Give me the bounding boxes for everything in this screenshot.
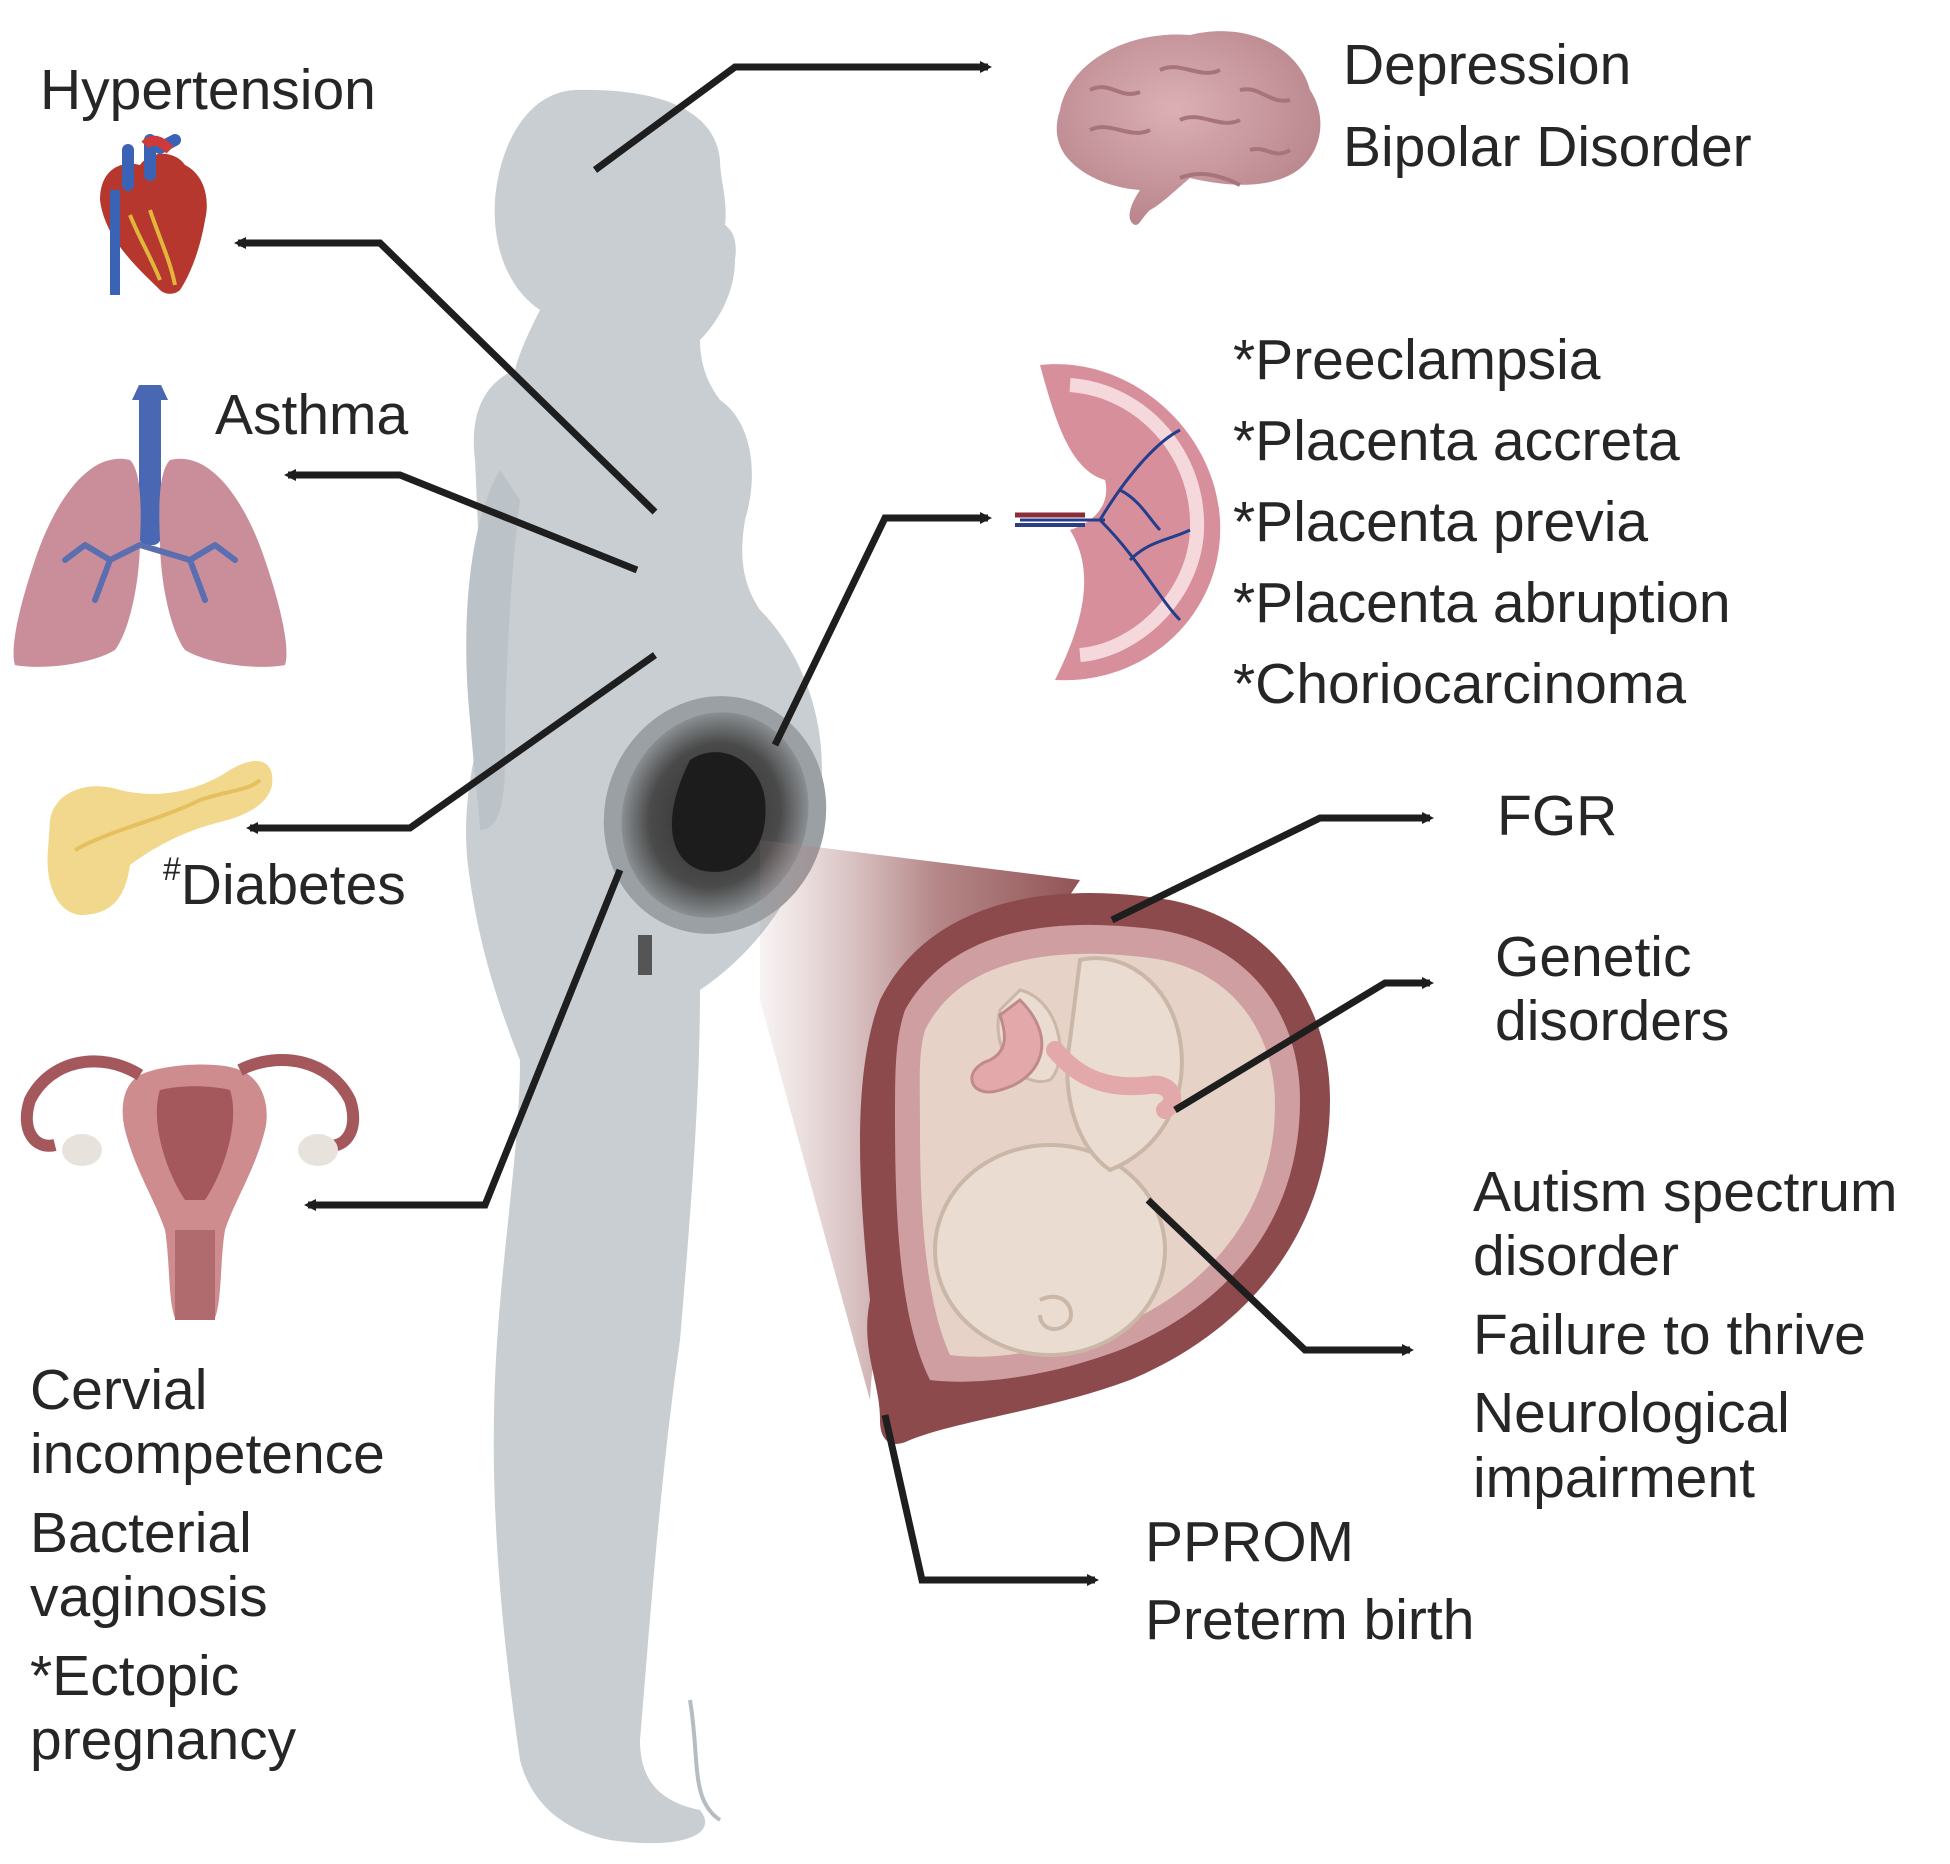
- label-pregnancy: pregnancy: [30, 1708, 297, 1773]
- label-genetic: Genetic: [1495, 925, 1692, 989]
- label-impairment: impairment: [1473, 1445, 1755, 1510]
- arrow-genetic: [1173, 977, 1434, 1113]
- label-bipolar: Bipolar Disorder: [1343, 115, 1752, 180]
- arrow-pancreas: [246, 652, 658, 834]
- arrow-placenta: [771, 512, 992, 747]
- label-group-genetic: Genetic disorders: [1495, 925, 1729, 1054]
- label-hypertension: Hypertension: [40, 58, 376, 122]
- arrow-lungs: [284, 469, 639, 574]
- label-group-placental: *Preeclampsia *Placenta accreta *Placent…: [1233, 320, 1731, 725]
- arrow-fgr: [1110, 812, 1434, 924]
- label-placenta-previa: *Placenta previa: [1233, 490, 1649, 554]
- heart-icon: [100, 134, 207, 295]
- label-group-pprom: PPROM Preterm birth: [1145, 1510, 1474, 1653]
- arrow-neuro: [1145, 1197, 1414, 1356]
- label-ectopic: *Ectopic: [30, 1643, 240, 1708]
- lungs-icon: [13, 385, 287, 667]
- label-neurological: Neurological: [1473, 1381, 1790, 1446]
- label-failure-to-thrive: Failure to thrive: [1473, 1302, 1866, 1367]
- label-asthma: Asthma: [215, 383, 409, 447]
- label-diabetes: #Diabetes: [163, 853, 406, 917]
- label-incompetence: incompetence: [30, 1422, 385, 1487]
- label-vaginosis: vaginosis: [30, 1565, 268, 1630]
- fetus-in-womb-icon: [860, 893, 1330, 1444]
- label-diabetes-text: Diabetes: [180, 853, 406, 917]
- brain-icon: [1056, 31, 1321, 226]
- label-placenta-abruption: *Placenta abruption: [1233, 571, 1731, 635]
- pancreas-icon: [47, 760, 273, 915]
- label-choriocarcinoma: *Choriocarcinoma: [1233, 652, 1687, 716]
- arrow-pprom: [881, 1414, 1099, 1586]
- arrow-heart: [234, 237, 658, 515]
- label-cervial: Cervial: [30, 1358, 208, 1422]
- label-preeclampsia: *Preeclampsia: [1233, 328, 1601, 392]
- connector-arrows: [234, 61, 1434, 1586]
- placenta-icon: [1015, 364, 1221, 681]
- arrow-uterus: [304, 868, 624, 1211]
- label-autism-disorder: disorder: [1473, 1224, 1679, 1289]
- label-placenta-accreta: *Placenta accreta: [1233, 409, 1680, 473]
- uterus-icon: [20, 1054, 360, 1320]
- label-bacterial: Bacterial: [30, 1500, 252, 1565]
- label-pprom: PPROM: [1145, 1510, 1355, 1574]
- arrow-brain: [592, 61, 992, 173]
- label-group-cervical: Cervial incompetence Bacterial vaginosis…: [30, 1358, 385, 1772]
- label-fgr: FGR: [1497, 784, 1618, 848]
- label-preterm-birth: Preterm birth: [1145, 1588, 1475, 1653]
- label-autism: Autism spectrum: [1473, 1160, 1898, 1224]
- label-disorders: disorders: [1495, 989, 1730, 1054]
- label-group-mood: Depression Bipolar Disorder: [1343, 33, 1752, 180]
- label-depression: Depression: [1343, 33, 1632, 97]
- label-group-neuro: Autism spectrum disorder Failure to thri…: [1473, 1160, 1897, 1510]
- diabetes-hash-mark: #: [163, 851, 181, 887]
